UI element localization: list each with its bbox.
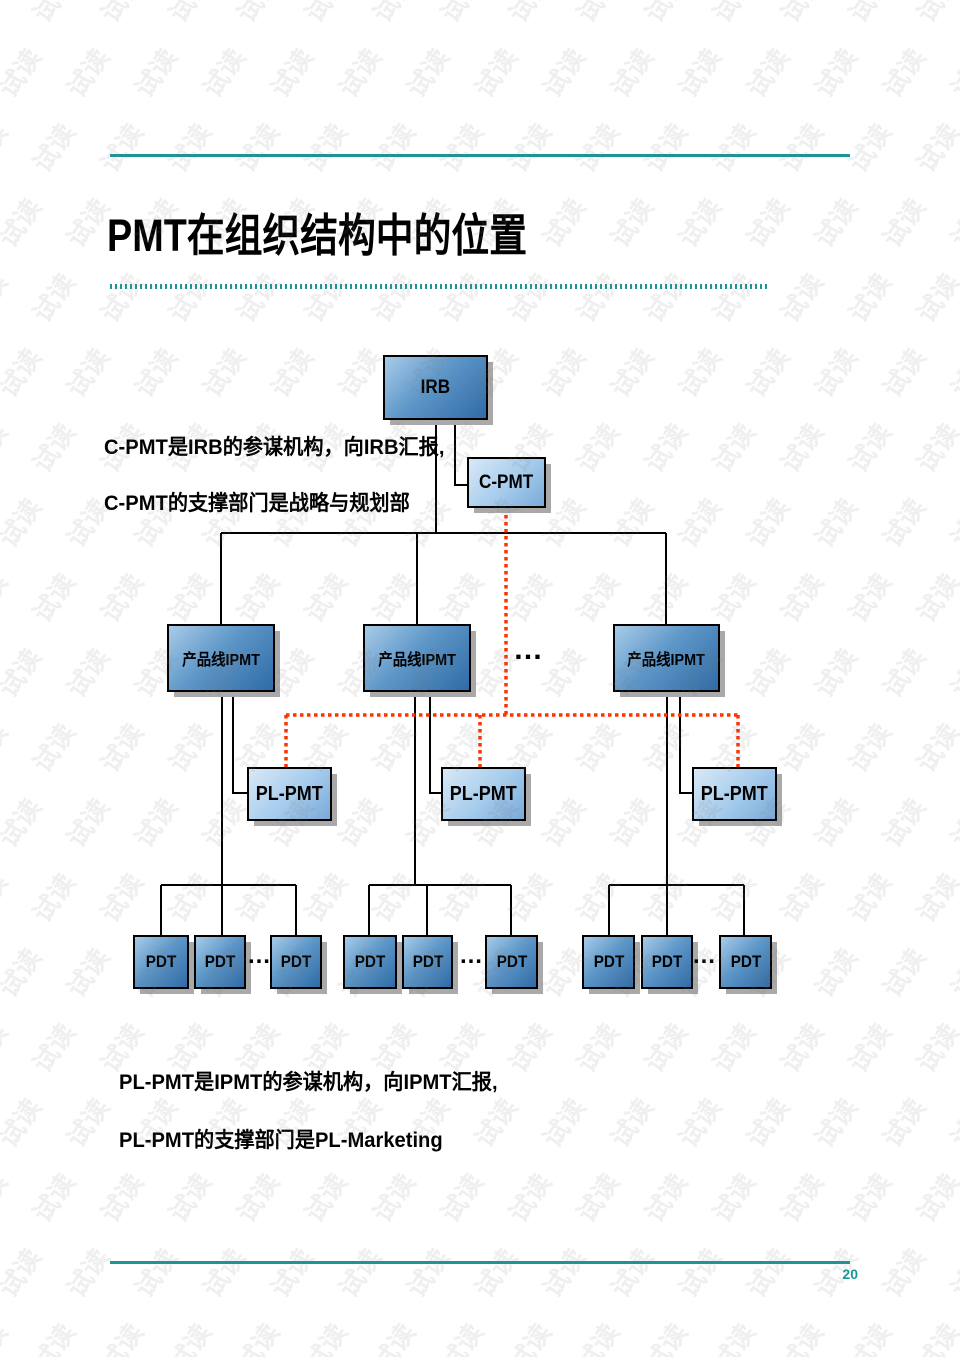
title-dotted-underline bbox=[110, 284, 768, 289]
diagram-node-label: PDT bbox=[496, 952, 527, 971]
diagram-node-label: PDT bbox=[651, 952, 683, 971]
connector-line bbox=[232, 692, 247, 794]
diagram-node-label: IRB bbox=[420, 376, 451, 398]
note-plpmt-line2: PL-PMT的支撑部门是PL-Marketing bbox=[119, 1129, 443, 1152]
diagram-node-label: PDT bbox=[354, 952, 386, 971]
note-plpmt-line1: PL-PMT是IPMT的参谋机构，向IPMT汇报, bbox=[119, 1071, 498, 1094]
diagram-node-label: 产品线IPMT bbox=[182, 652, 260, 669]
diagram-node-pdt-2-3: PDT bbox=[485, 935, 538, 989]
page-title: PMT在组织结构中的位置 bbox=[107, 210, 527, 261]
diagram-node-label: PDT bbox=[412, 952, 443, 971]
diagram-node-label: 产品线IPMT bbox=[627, 652, 706, 669]
diagram-node-label: PL-PMT bbox=[256, 782, 323, 805]
connector-line bbox=[429, 692, 441, 794]
diagram-node-c-pmt: C-PMT bbox=[467, 457, 546, 508]
diagram-node-label: PDT bbox=[730, 952, 761, 971]
diagram-node-label: PDT bbox=[593, 952, 624, 971]
page-number: 20 bbox=[842, 1266, 858, 1282]
diagram-node-irb: IRB bbox=[383, 355, 488, 420]
connector-line bbox=[679, 692, 692, 794]
diagram-node-label: PDT bbox=[204, 952, 236, 971]
diagram-node-pdt-3-1: PDT bbox=[582, 935, 635, 989]
diagram-node-pl-pmt-1: PL-PMT bbox=[247, 767, 332, 821]
bottom-divider-line bbox=[110, 1261, 850, 1264]
diagram-node-ipmt-2: 产品线IPMT bbox=[363, 624, 471, 692]
ellipsis-ipmt: … bbox=[513, 633, 543, 666]
diagram-node-pdt-2-2: PDT bbox=[402, 935, 453, 989]
diagram-node-label: PDT bbox=[280, 952, 312, 971]
diagram-node-ipmt-3: 产品线IPMT bbox=[613, 624, 720, 692]
ellipsis-pdt-1: … bbox=[247, 942, 271, 969]
diagram-node-pdt-3-3: PDT bbox=[719, 935, 772, 989]
diagram-node-label: PDT bbox=[145, 952, 177, 971]
diagram-node-pl-pmt-2: PL-PMT bbox=[441, 767, 526, 821]
diagram-node-pdt-3-2: PDT bbox=[641, 935, 693, 989]
diagram-node-pl-pmt-3: PL-PMT bbox=[692, 767, 777, 821]
diagram-node-label: C-PMT bbox=[479, 471, 534, 493]
diagram-node-pdt-1-3: PDT bbox=[270, 935, 322, 989]
diagram-node-pdt-2-1: PDT bbox=[343, 935, 397, 989]
note-cpmt-line2: C-PMT的支撑部门是战略与规划部 bbox=[104, 492, 410, 515]
diagram-node-label: 产品线IPMT bbox=[378, 652, 456, 669]
note-cpmt-line1: C-PMT是IRB的参谋机构，向IRB汇报, bbox=[104, 436, 445, 459]
diagram-node-pdt-1-2: PDT bbox=[194, 935, 246, 989]
diagram-node-ipmt-1: 产品线IPMT bbox=[167, 624, 275, 692]
connector-line bbox=[454, 420, 468, 486]
ellipsis-pdt-2: … bbox=[459, 942, 483, 969]
diagram-node-label: PL-PMT bbox=[450, 782, 517, 805]
diagram-node-label: PL-PMT bbox=[701, 782, 768, 805]
ellipsis-pdt-3: … bbox=[692, 942, 716, 969]
diagram-node-pdt-1-1: PDT bbox=[133, 935, 189, 989]
top-divider-line bbox=[110, 154, 850, 157]
